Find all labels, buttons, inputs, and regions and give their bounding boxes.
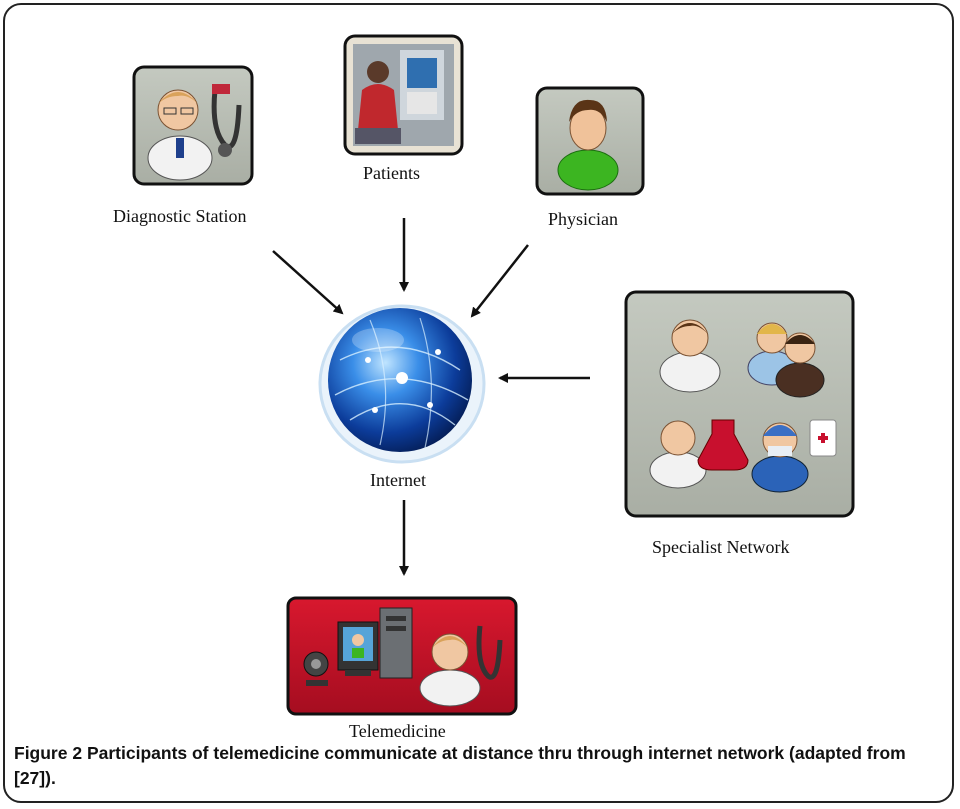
telemedicine-label: Telemedicine: [349, 721, 446, 741]
specialist-network-label: Specialist Network: [652, 537, 790, 557]
internet-label: Internet: [370, 470, 426, 490]
figure-number: Figure 2: [14, 743, 83, 763]
diagnostic-station-icon: [132, 65, 254, 186]
telemedicine-icon: [286, 596, 518, 716]
arrow-physician-to-internet: [470, 244, 529, 318]
figure-caption: Figure 2 Participants of telemedicine co…: [14, 741, 934, 791]
caption-text: Participants of telemedicine communicate…: [14, 743, 906, 788]
figure-frame: [3, 3, 954, 803]
patients-label: Patients: [363, 163, 420, 183]
physician-icon: [535, 86, 645, 196]
physician-label: Physician: [548, 209, 618, 229]
specialist-network-icon: [624, 290, 855, 518]
internet-globe-icon: [318, 304, 486, 464]
patients-photo: [343, 34, 464, 156]
arrow-diagnostic-to-internet: [272, 250, 344, 315]
diagnostic-station-label: Diagnostic Station: [113, 206, 247, 226]
